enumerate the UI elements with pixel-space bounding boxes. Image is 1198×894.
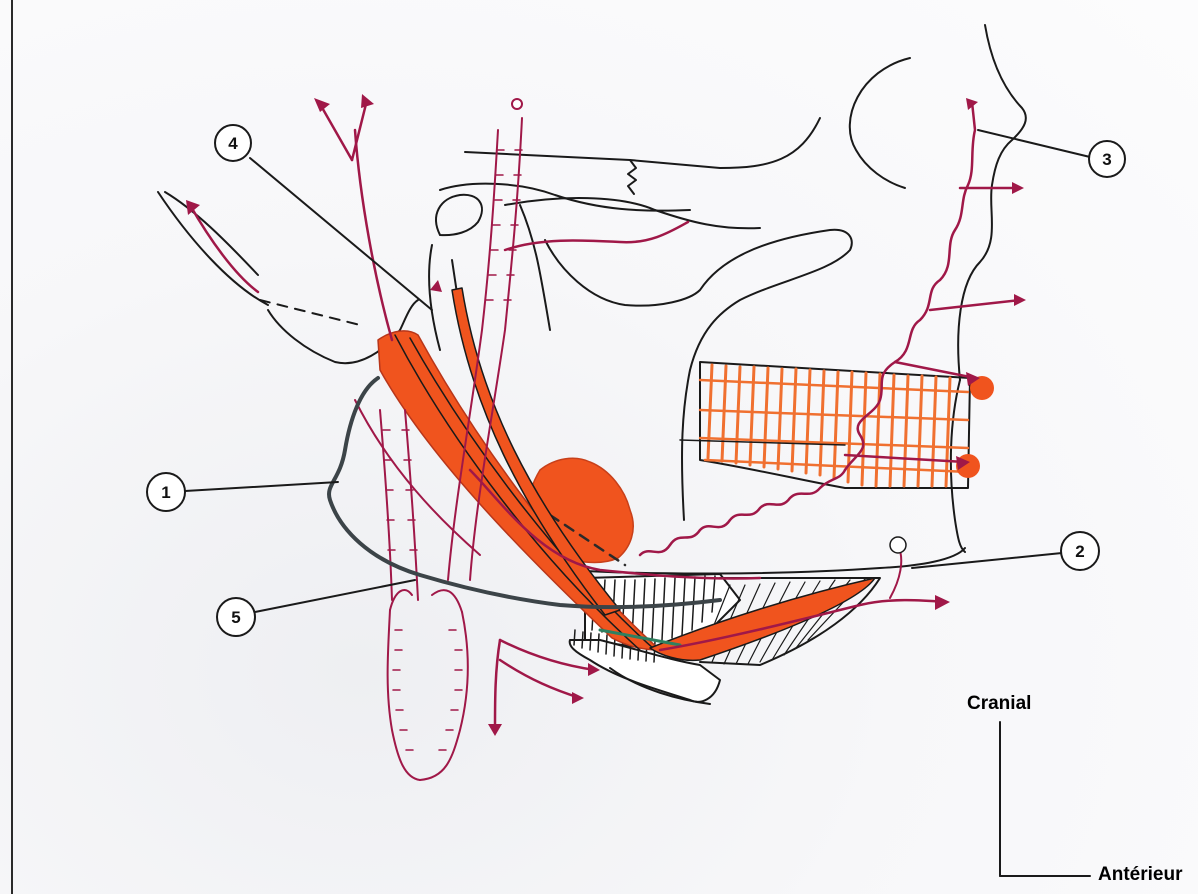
arteries xyxy=(190,99,1020,780)
orientation-axes xyxy=(1000,722,1090,876)
callout-5: 5 xyxy=(217,598,255,636)
leader-4 xyxy=(250,158,432,310)
zygomatic-lower xyxy=(505,198,760,228)
zygomatic-suture xyxy=(628,160,636,194)
leader-3 xyxy=(978,130,1090,157)
external-carotid-tip xyxy=(512,99,522,109)
leader-2 xyxy=(912,553,1062,568)
occipital-artery xyxy=(355,130,392,340)
posterior-ramus xyxy=(429,245,440,350)
mandible-ramus-back xyxy=(520,205,550,330)
callout-5-number: 5 xyxy=(231,608,240,627)
leader-1 xyxy=(185,482,338,491)
arrow-pharyngeal xyxy=(430,280,442,292)
callout-1-number: 1 xyxy=(161,483,170,502)
callout-2: 2 xyxy=(1061,532,1099,570)
leader-lines xyxy=(185,130,1090,612)
maxillary-artery xyxy=(505,222,688,250)
face-profile xyxy=(958,25,1026,380)
arrow-thyroid-c xyxy=(488,724,502,736)
callout-4: 4 xyxy=(215,125,251,161)
internal-carotid-left xyxy=(380,410,392,600)
arrow-occipital-a xyxy=(314,98,330,112)
callout-2-number: 2 xyxy=(1075,542,1084,561)
arrow-submental xyxy=(935,595,950,610)
larynx-left xyxy=(390,590,412,610)
chin-foramen xyxy=(890,537,906,553)
arrow-thyroid-b xyxy=(572,692,584,704)
arrow-nasal xyxy=(1012,182,1024,194)
nasal-branch-lower xyxy=(930,300,1020,310)
callout-4-number: 4 xyxy=(228,134,238,153)
common-carotid-right-wall xyxy=(420,612,468,780)
superior-thyroid-c xyxy=(495,640,500,728)
callout-3-number: 3 xyxy=(1102,150,1111,169)
zygomatic-arch xyxy=(465,118,820,168)
temporal-line xyxy=(440,184,690,211)
masseter-muscle xyxy=(680,362,994,488)
cranial-label: Cranial xyxy=(967,693,1031,715)
common-carotid-left-wall xyxy=(388,610,420,780)
callout-1: 1 xyxy=(147,473,185,511)
occipital-branch-a xyxy=(320,104,352,160)
arrow-occipital-b xyxy=(361,94,374,108)
orbit-outline xyxy=(850,58,910,188)
anterior-label: Antérieur xyxy=(1098,864,1182,886)
occipital-curve xyxy=(165,192,258,275)
callout-3: 3 xyxy=(1089,141,1125,177)
arrow-nasal-lower xyxy=(1014,294,1026,306)
mastoid-outline xyxy=(436,195,482,235)
larynx-right xyxy=(432,590,462,612)
